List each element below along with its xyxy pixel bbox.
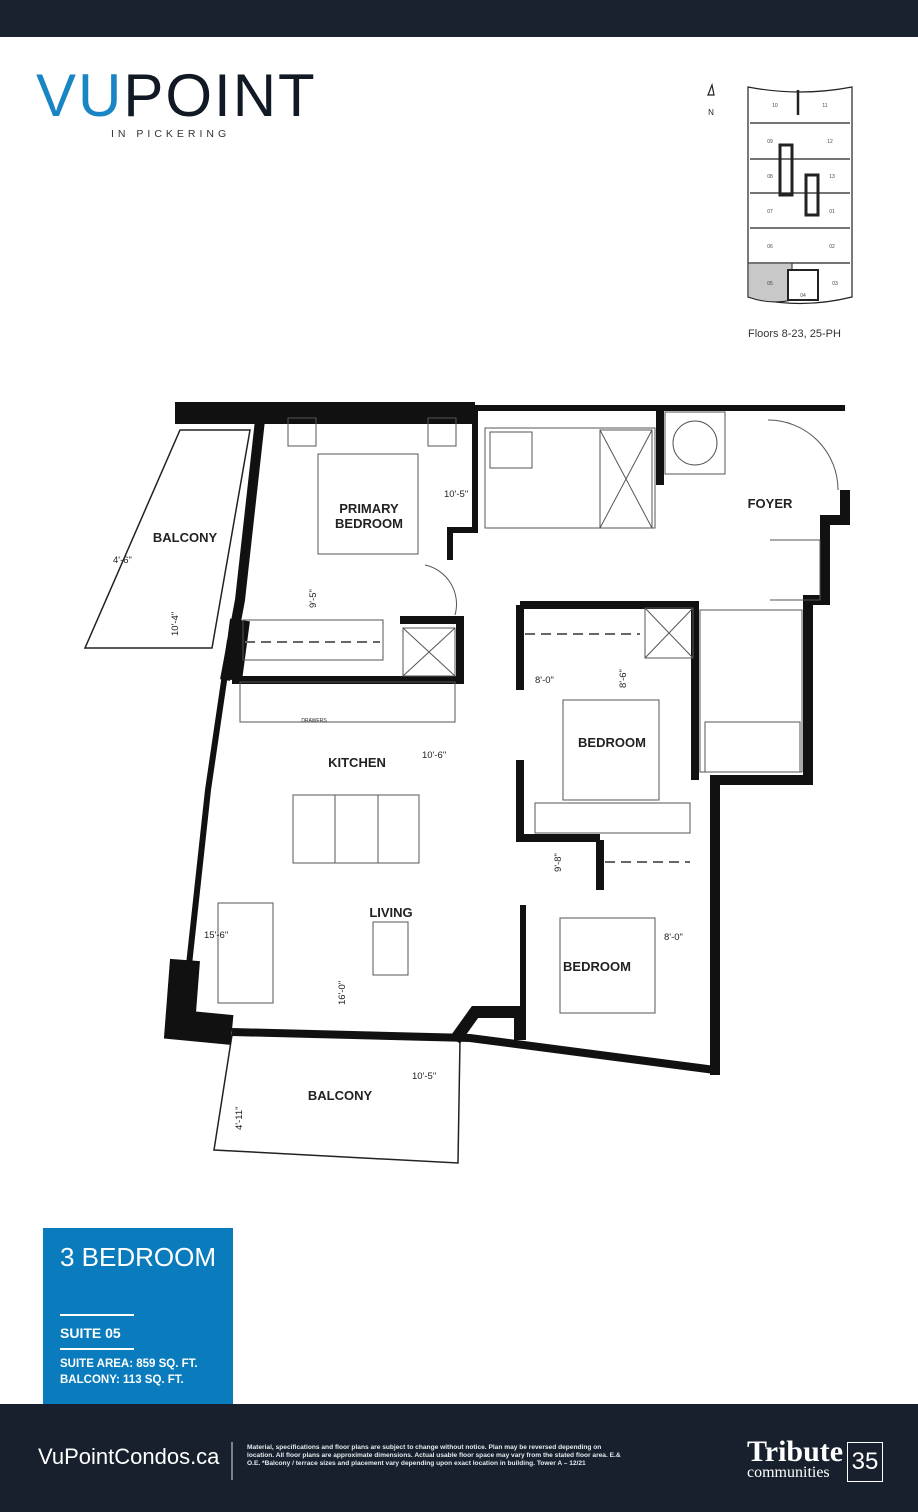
tribute-logo: Tribute communities 35 (747, 1435, 883, 1482)
dimension: 10'-5" (412, 1071, 436, 1082)
suite-number: SUITE 05 (60, 1325, 121, 1341)
dimension: 9'-8" (553, 853, 564, 872)
north-arrow-icon (707, 82, 715, 96)
dimension: 4'-6" (113, 555, 132, 566)
disclaimer: Material, specifications and floor plans… (247, 1444, 621, 1467)
dimension: 9'-5" (308, 589, 319, 608)
dimension: 8'-0" (664, 932, 683, 943)
dimension: 4'-11" (234, 1107, 245, 1131)
dimension: 8'-0" (535, 675, 554, 686)
room-label-foyer: FOYER (748, 496, 793, 511)
kp-unit: 11 (822, 103, 827, 109)
room-label-bedroom: BEDROOM (578, 735, 646, 750)
tribute-wordmark: Tribute (747, 1435, 844, 1468)
dimension: 10'-4" (170, 612, 181, 636)
floor-plan: BALCONY PRIMARY BEDROOM FOYER KITCHEN LI… (83, 402, 850, 1164)
top-banner (0, 0, 918, 37)
room-label-bedroom: BEDROOM (563, 959, 631, 974)
room-label-kitchen: KITCHEN (328, 755, 386, 770)
kp-unit: 08 (767, 174, 773, 180)
north-label: N (708, 108, 714, 117)
room-label-living: LIVING (369, 905, 412, 920)
kp-unit: 07 (767, 209, 773, 215)
floors-caption: Floors 8-23, 25-PH (748, 328, 841, 340)
divider (60, 1314, 134, 1316)
suite-area: SUITE AREA: 859 SQ. FT. (60, 1358, 198, 1370)
divider (60, 1348, 134, 1350)
kp-unit: 13 (829, 174, 835, 180)
footer: VuPointCondos.ca Material, specification… (0, 1404, 918, 1512)
divider (231, 1442, 233, 1480)
kp-unit: 12 (827, 139, 833, 145)
dimension: 16'-0" (337, 981, 348, 1005)
kp-unit: 06 (767, 244, 773, 250)
kp-unit-highlighted: 05 (767, 281, 773, 287)
years-badge: 35 (847, 1442, 883, 1482)
website-link[interactable]: VuPointCondos.ca (38, 1444, 220, 1469)
dimension: 10'-5" (444, 489, 468, 500)
balcony-top-outline (83, 429, 251, 649)
room-label-primary-bedroom: PRIMARY (339, 501, 399, 516)
kp-unit: 02 (829, 244, 835, 250)
dimension: 15'-6" (204, 930, 228, 941)
communities-wordmark: communities (747, 1464, 830, 1481)
kp-unit: 03 (832, 281, 838, 287)
vupoint-logo: VUPOINT IN PICKERING (36, 66, 316, 146)
suite-info-box: 3 BEDROOM SUITE 05 SUITE AREA: 859 SQ. F… (43, 1228, 233, 1404)
room-label-primary-bedroom: BEDROOM (335, 516, 403, 531)
kp-unit: 09 (767, 139, 773, 145)
kp-unit: 10 (772, 103, 778, 109)
room-label-balcony: BALCONY (308, 1088, 373, 1103)
drawers-label: DRAWERS (301, 718, 327, 724)
suite-type: 3 BEDROOM (60, 1242, 217, 1272)
kp-unit: 01 (829, 209, 835, 215)
room-label-balcony: BALCONY (153, 530, 218, 545)
logo-point: POINT (123, 62, 317, 129)
balcony-area: BALCONY: 113 SQ. FT. (60, 1374, 184, 1386)
kp-unit: 04 (800, 293, 806, 299)
key-plate: 10 11 09 12 08 13 07 01 06 02 05 04 03 N (707, 82, 853, 305)
dimension: 8'-6" (618, 669, 629, 688)
logo-vu: VU (36, 62, 124, 129)
dimension: 10'-6" (422, 750, 446, 761)
logo-tagline: IN PICKERING (111, 128, 231, 140)
